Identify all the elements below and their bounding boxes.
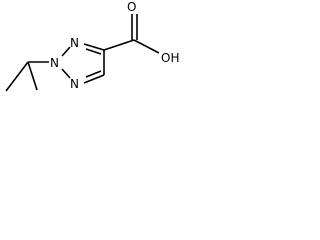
atom-label-n2: N [50, 56, 59, 70]
carboxyl-hydroxyl-bond [133, 39, 160, 54]
atom-label-n1: N [70, 36, 79, 50]
ring-bond-n1-c4-double-inner [85, 48, 102, 55]
isopropyl-methyl-bond [5, 61, 29, 92]
triazole-carboxylic-acid-structure: N N N O OH [5, 0, 179, 92]
ring-bond-n1-c4-double [83, 43, 105, 51]
atom-label-n3: N [70, 77, 79, 91]
ring-bond-c5-n3-double [83, 74, 105, 84]
c4-carboxyl-bond [103, 39, 135, 51]
atom-label-carbonyl-oxygen: O [127, 0, 136, 14]
isopropyl-methyl-bond-lower [27, 61, 38, 91]
ring-bond-c5-n3-double-inner [85, 70, 102, 78]
atom-label-hydroxyl: OH [161, 51, 179, 65]
ring-bond-n2-n1 [61, 46, 71, 57]
ring-bond-n2-n3 [61, 68, 71, 79]
